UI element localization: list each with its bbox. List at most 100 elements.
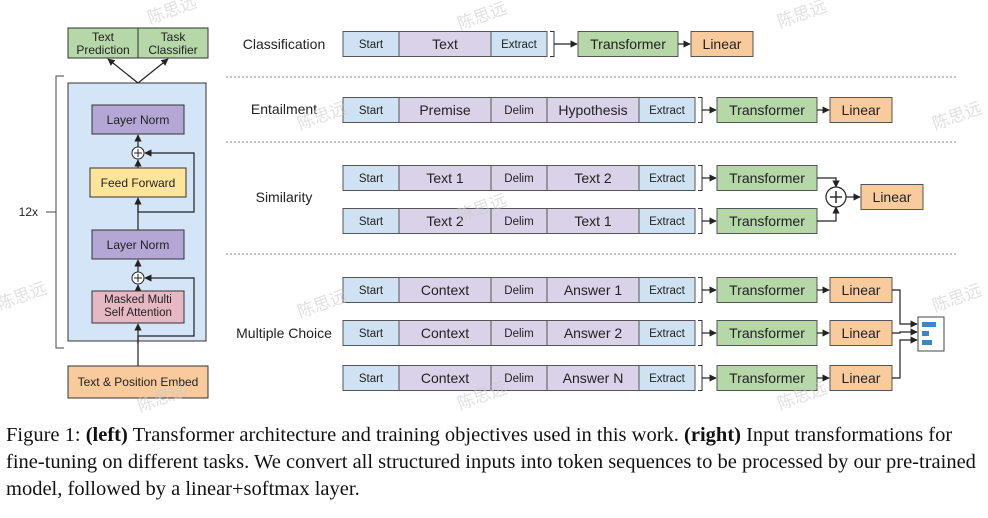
sequence-bracket [698, 277, 703, 303]
softmax-bar [922, 331, 929, 336]
token-box [490, 165, 548, 191]
token-label: Start [359, 373, 384, 385]
linear-box [860, 184, 924, 210]
token-label: Context [421, 370, 469, 386]
caption-right-text: Input transformations for fine-tuning on… [6, 424, 976, 500]
token-label: Delim [504, 373, 533, 385]
watermark: 陈思远 [145, 0, 200, 29]
token-box [398, 277, 492, 303]
token-box [546, 320, 640, 346]
transformer-box [716, 365, 818, 391]
watermark: 陈思远 [930, 98, 985, 134]
token-box [546, 208, 640, 234]
transformer-label: Transformer [729, 282, 805, 298]
token-label: Text [432, 36, 458, 52]
embed-box [67, 365, 209, 399]
token-label: Delim [504, 105, 533, 117]
feed-forward-box [89, 167, 187, 198]
token-box [490, 31, 548, 57]
token-box [490, 320, 548, 346]
token-label: Delim [504, 285, 533, 297]
token-box [342, 31, 400, 57]
token-label: Delim [504, 328, 533, 340]
embed: Text & Position Embed [78, 375, 199, 389]
token-box [342, 277, 400, 303]
token-label: Extract [501, 39, 538, 51]
token-box [398, 208, 492, 234]
token-label: Start [359, 173, 384, 185]
softmax-bar [922, 340, 932, 345]
task-label: Multiple Choice [236, 325, 332, 341]
token-label: Context [421, 282, 469, 298]
token-box [638, 165, 696, 191]
token-box [638, 208, 696, 234]
feed-forward: Feed Forward [101, 176, 176, 190]
caption-prefix: Figure 1: [6, 424, 86, 446]
token-box [398, 320, 492, 346]
caption-right-tag: (right) [684, 424, 741, 446]
token-label: Extract [649, 173, 686, 185]
linear-box [829, 320, 893, 346]
layer-norm-top-box [91, 104, 185, 135]
layer-norm-bottom: Layer Norm [107, 238, 170, 252]
caption-left-text: Transformer architecture and training ob… [127, 424, 685, 446]
output-task-classifier-box [137, 27, 209, 59]
transformer-label: Transformer [729, 102, 805, 118]
token-box [546, 365, 640, 391]
token-label: Start [359, 39, 384, 51]
token-label: Text 1 [574, 213, 612, 229]
linear-label: Linear [842, 282, 881, 298]
token-label: Extract [649, 328, 686, 340]
repeat-bracket [55, 75, 64, 349]
token-label: Answer 1 [564, 282, 623, 298]
linear-label: Linear [703, 36, 742, 52]
token-label: Extract [649, 105, 686, 117]
token-label: Delim [504, 173, 533, 185]
token-label: Answer 2 [564, 325, 623, 341]
transformer-box [716, 320, 818, 346]
caption-left-tag: (left) [85, 424, 128, 446]
task-label: Classification [243, 36, 325, 52]
token-box [638, 97, 696, 123]
token-box [546, 165, 640, 191]
token-box [490, 277, 548, 303]
token-box [638, 320, 696, 346]
transformer-label: Transformer [729, 213, 805, 229]
token-label: Start [359, 105, 384, 117]
token-label: Text 2 [426, 213, 464, 229]
transformer-label: Transformer [729, 325, 805, 341]
token-label: Premise [419, 102, 471, 118]
softmax-bar [922, 322, 936, 327]
linear-box [690, 31, 754, 57]
token-box [342, 208, 400, 234]
transformer-box [577, 31, 679, 57]
linear-label: Linear [842, 102, 881, 118]
token-label: Start [359, 216, 384, 228]
token-box [490, 97, 548, 123]
transformer-box [716, 277, 818, 303]
token-label: Hypothesis [558, 102, 627, 118]
token-box [638, 365, 696, 391]
output-text-prediction-box [67, 27, 139, 59]
watermark: 陈思远 [295, 286, 350, 322]
token-label: Text 2 [574, 170, 612, 186]
linear-box [829, 365, 893, 391]
watermark: 陈思远 [455, 0, 510, 35]
watermark: 陈思远 [0, 278, 50, 314]
token-label: Extract [649, 285, 686, 297]
token-label: Delim [504, 216, 533, 228]
token-label: Start [359, 328, 384, 340]
watermark: 陈思远 [930, 280, 985, 316]
transformer-box [716, 165, 818, 191]
token-box [490, 208, 548, 234]
transformer-label: Transformer [729, 370, 805, 386]
layer-norm-top: Layer Norm [107, 113, 170, 127]
linear-label: Linear [842, 325, 881, 341]
token-label: Context [421, 325, 469, 341]
sequence-bracket [698, 320, 703, 346]
token-box [342, 365, 400, 391]
